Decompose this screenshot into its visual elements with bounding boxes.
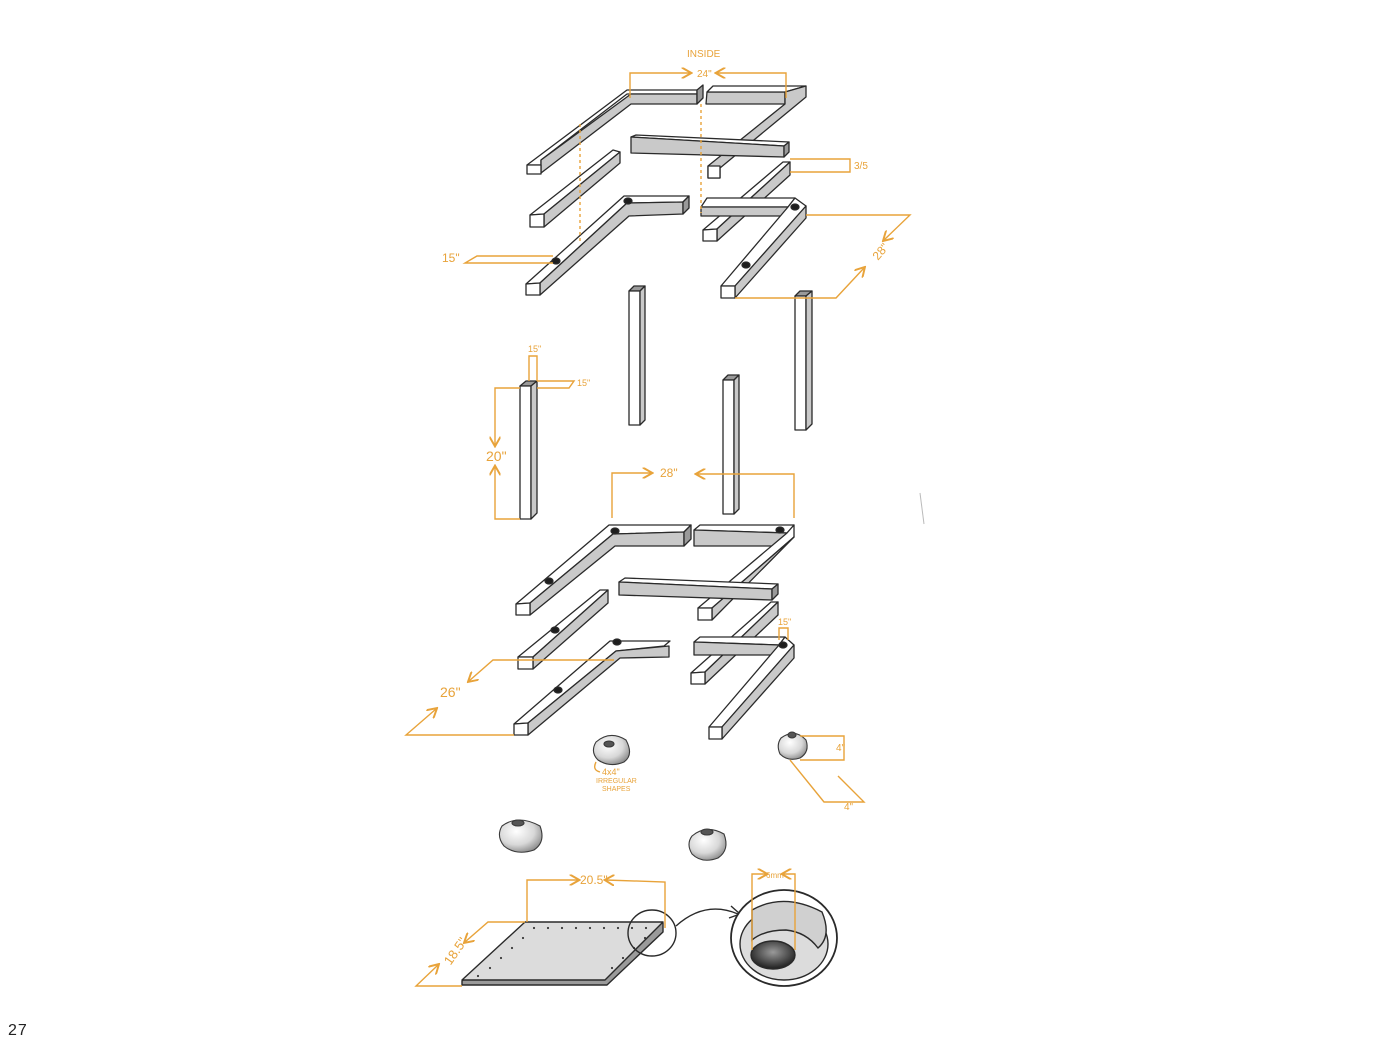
hole-detail bbox=[730, 889, 838, 987]
post-front-left bbox=[519, 380, 538, 520]
detail-callout-arrow bbox=[675, 908, 739, 927]
posts bbox=[519, 285, 813, 520]
label-foot-note-1: 4x4" bbox=[602, 767, 620, 777]
label-foot-note-3: SHAPES bbox=[602, 786, 631, 793]
foot-back-right bbox=[777, 731, 808, 760]
base-frame bbox=[513, 524, 795, 740]
page-number: 27 bbox=[8, 1022, 28, 1039]
foot-front-right bbox=[688, 828, 727, 861]
label-post-15b: 15" bbox=[577, 378, 590, 388]
label-top-right-28: 28" bbox=[870, 240, 892, 262]
top-frame-rail-right-back bbox=[705, 85, 807, 179]
top-frame bbox=[525, 84, 807, 299]
top-frame-rail-left-back bbox=[526, 84, 704, 175]
base-frame-rail-left-back bbox=[515, 524, 692, 616]
base-frame-crossbar bbox=[618, 577, 779, 601]
foot-back-left bbox=[592, 734, 631, 766]
post-back-right bbox=[794, 290, 813, 431]
base-frame-rail-right-front bbox=[693, 636, 795, 740]
label-post-15a: 15" bbox=[528, 344, 541, 354]
label-post-height: 20" bbox=[486, 448, 507, 464]
label-panel-depth: 18.5" bbox=[441, 934, 471, 967]
top-frame-rail-left-front bbox=[525, 195, 690, 296]
post-back-left bbox=[628, 285, 646, 426]
detail-callout-circle bbox=[627, 909, 677, 957]
sketch-mark bbox=[919, 492, 925, 525]
top-frame-short-rail-left bbox=[529, 149, 621, 228]
panel-perforations bbox=[476, 926, 648, 978]
label-detail-6mm: 6mm bbox=[766, 871, 784, 880]
base-frame-rail-right-back bbox=[693, 524, 795, 621]
label-base-width: 28" bbox=[660, 466, 678, 480]
label-inside: INSIDE bbox=[687, 49, 721, 60]
top-frame-rail-right-front bbox=[700, 197, 807, 299]
label-foot-width: 4" bbox=[844, 802, 854, 813]
post-front-right bbox=[722, 374, 740, 515]
foot-front-left bbox=[498, 819, 543, 853]
label-thickness: 3/5 bbox=[854, 161, 868, 172]
feet bbox=[498, 731, 808, 861]
label-foot-height: 4" bbox=[836, 743, 846, 754]
label-base-small-15: 15" bbox=[778, 617, 791, 627]
base-frame-rail-left-front bbox=[513, 638, 671, 736]
dimension-lines bbox=[404, 73, 912, 987]
bottom-panel bbox=[461, 905, 741, 986]
base-frame-short-rail-left bbox=[517, 589, 609, 670]
top-frame-crossbar bbox=[630, 134, 790, 158]
label-foot-note-2: IRREGULAR bbox=[596, 778, 637, 785]
label-panel-width: 20.5" bbox=[580, 873, 608, 887]
label-top-width: 24" bbox=[697, 69, 712, 80]
label-base-depth: 26" bbox=[440, 684, 461, 700]
label-top-left-15: 15" bbox=[442, 251, 460, 265]
